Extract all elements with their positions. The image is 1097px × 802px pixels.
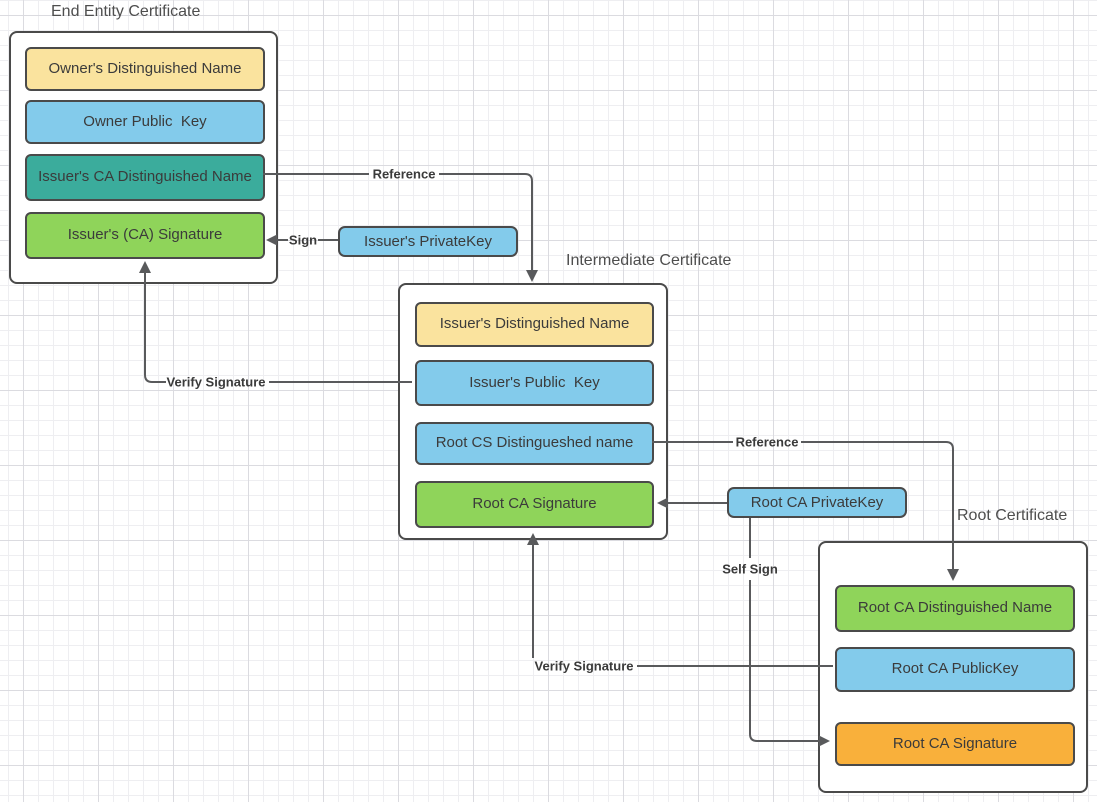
field-owners-distinguished-name: Owner's Distinguished Name — [25, 47, 265, 91]
field-issuers-ca-signature: Issuer's (CA) Signature — [25, 212, 265, 259]
field-root-ca-distinguished-name: Root CA Distinguished Name — [835, 585, 1075, 632]
root-ca-private-key-box: Root CA PrivateKey — [727, 487, 907, 518]
field-root-ca-publickey: Root CA PublicKey — [835, 647, 1075, 692]
sign-label: Sign — [288, 232, 318, 248]
reference2-label: Reference — [735, 434, 799, 450]
reference1-arrowhead-down — [526, 270, 538, 282]
reference1-label: Reference — [372, 166, 436, 182]
intermediate-certificate-title: Intermediate Certificate — [566, 252, 732, 269]
root-certificate-title: Root Certificate — [957, 507, 1068, 524]
intermediate-certificate-container: Issuer's Distinguished Name Issuer's Pub… — [398, 283, 668, 540]
end-entity-certificate-container: Owner's Distinguished Name Owner Public … — [9, 31, 278, 284]
field-root-cs-distingueshed-name: Root CS Distingueshed name — [415, 422, 654, 465]
field-issuers-ca-distinguished-name: Issuer's CA Distinguished Name — [25, 154, 265, 201]
root-certificate-container: Root CA Distinguished Name Root CA Publi… — [818, 541, 1088, 793]
field-owner-public-key: Owner Public Key — [25, 100, 265, 144]
end-entity-certificate-title: End Entity Certificate — [51, 3, 201, 20]
field-issuers-distinguished-name: Issuer's Distinguished Name — [415, 302, 654, 347]
field-root-ca-signature-root: Root CA Signature — [835, 722, 1075, 766]
verify-signature1-label: Verify Signature — [166, 374, 266, 390]
reference1-line-right — [439, 173, 533, 276]
self-sign-line-bottom — [749, 580, 824, 742]
verify-signature2-label: Verify Signature — [534, 658, 634, 674]
self-sign-label: Self Sign — [722, 561, 778, 577]
field-root-ca-signature-intermediate: Root CA Signature — [415, 481, 654, 528]
issuers-private-key-box: Issuer's PrivateKey — [338, 226, 518, 257]
field-issuers-public-key: Issuer's Public Key — [415, 360, 654, 406]
verify1-line-left — [144, 267, 166, 383]
